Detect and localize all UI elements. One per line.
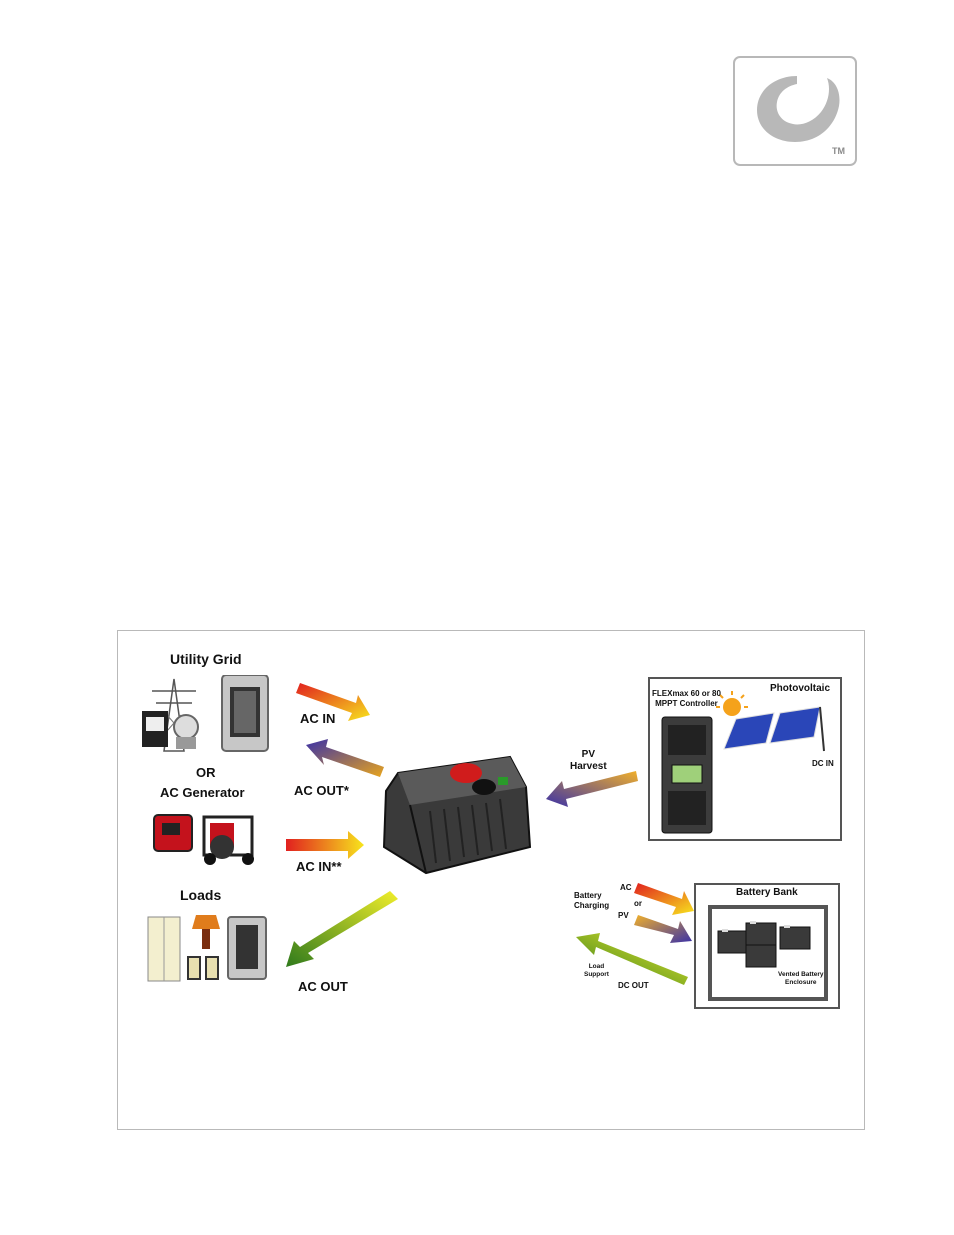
ac-out-star-label: AC OUT* [294,783,349,798]
ac-in-star2-label: AC IN** [296,859,342,874]
company-logo: TM [733,56,857,166]
inverter-icon [380,751,550,891]
battery-charging-label: Battery Charging [574,891,609,911]
ac-small-label: AC [620,883,632,893]
battery-bank-panel [694,883,840,1009]
battery-icon [716,919,820,975]
pv-harvest-label: PV Harvest [570,749,607,773]
pv-small-label: PV [618,911,629,921]
solar-panel-icon [714,691,838,759]
system-diagram: Utility Grid OR AC Generator Loads [117,630,865,1130]
vented-enclosure-label: Vented Battery Enclosure [778,971,824,987]
photovoltaic-label: Photovoltaic [770,683,830,695]
ac-out-label: AC OUT [298,979,348,994]
dc-in-label: DC IN [812,759,834,769]
mppt-controller-icon [660,715,716,835]
or-small-label: or [634,899,642,909]
ac-in-label: AC IN [300,711,335,726]
trademark-label: TM [832,146,845,156]
battery-bank-label: Battery Bank [736,887,798,899]
dc-out-label: DC OUT [618,981,649,991]
controller-label: FLEXmax 60 or 80 MPPT Controller [652,689,721,709]
load-support-label: Load Support [584,963,609,979]
